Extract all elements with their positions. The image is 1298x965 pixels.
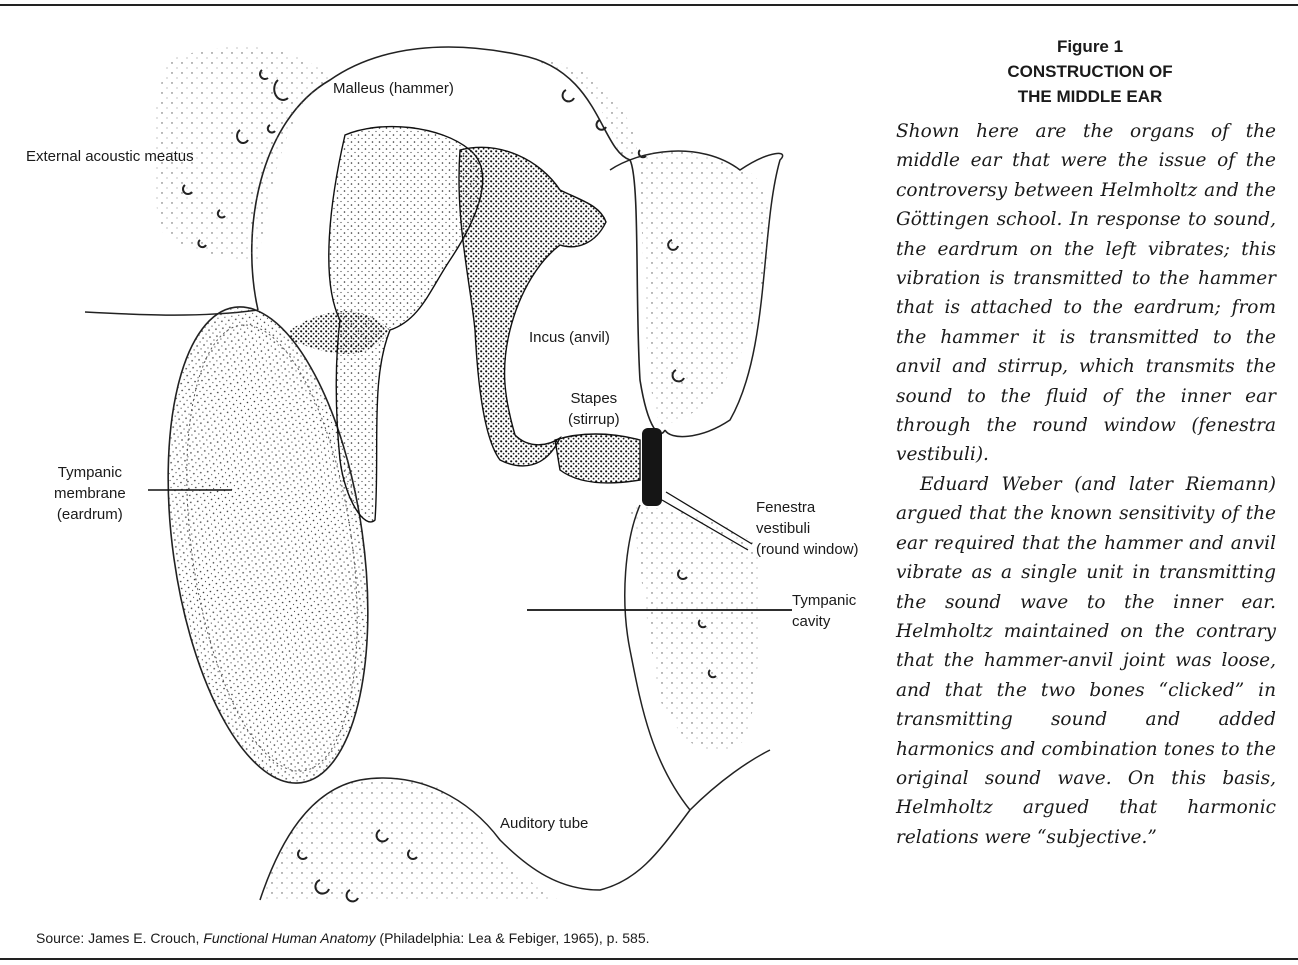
source-book-title: Functional Human Anatomy xyxy=(203,930,375,946)
label-stapes: Stapes (stirrup) xyxy=(568,388,620,430)
source-suffix: (Philadelphia: Lea & Febiger, 1965), p. … xyxy=(376,930,650,946)
stapes-footplate xyxy=(642,428,662,506)
label-incus: Incus (anvil) xyxy=(529,327,610,348)
label-tympanic-cavity: Tympanic cavity xyxy=(792,590,856,632)
label-auditory-tube: Auditory tube xyxy=(500,813,588,834)
bottom-rule xyxy=(0,958,1298,960)
figure-caption: Shown here are the organs of the middle … xyxy=(896,117,1276,852)
label-tympanic-membrane-line3: (eardrum) xyxy=(54,504,126,525)
label-fenestra-line3: (round window) xyxy=(756,539,859,560)
figure-title-line1: CONSTRUCTION OF xyxy=(900,59,1280,84)
bone-bottom xyxy=(260,777,560,900)
label-fenestra-vestibuli: Fenestra vestibuli (round window) xyxy=(756,497,859,560)
label-fenestra-line2: vestibuli xyxy=(756,518,859,539)
label-tympanic-membrane-line2: membrane xyxy=(54,483,126,504)
label-tympanic-membrane-line1: Tympanic xyxy=(54,462,126,483)
label-tympanic-membrane: Tympanic membrane (eardrum) xyxy=(54,462,126,525)
label-stapes-line1: Stapes xyxy=(568,388,620,409)
label-malleus: Malleus (hammer) xyxy=(333,78,454,99)
figure-title-line2: THE MIDDLE EAR xyxy=(900,84,1280,109)
label-stapes-line2: (stirrup) xyxy=(568,409,620,430)
source-citation: Source: James E. Crouch, Functional Huma… xyxy=(36,930,650,946)
stapes-shape xyxy=(555,434,640,483)
label-tympanic-cavity-line2: cavity xyxy=(792,611,856,632)
source-prefix: Source: James E. Crouch, xyxy=(36,930,203,946)
caption-paragraph-1: Shown here are the organs of the middle … xyxy=(896,117,1276,470)
label-tympanic-cavity-line1: Tympanic xyxy=(792,590,856,611)
label-external-acoustic-meatus: External acoustic meatus xyxy=(26,146,194,167)
label-fenestra-line1: Fenestra xyxy=(756,497,859,518)
bone-lower-right xyxy=(630,505,760,752)
middle-ear-illustration xyxy=(0,0,900,930)
figure-heading: Figure 1 CONSTRUCTION OF THE MIDDLE EAR xyxy=(900,34,1280,109)
caption-paragraph-2: Eduard Weber (and later Riemann) argued … xyxy=(896,470,1276,852)
figure-number: Figure 1 xyxy=(900,34,1280,59)
